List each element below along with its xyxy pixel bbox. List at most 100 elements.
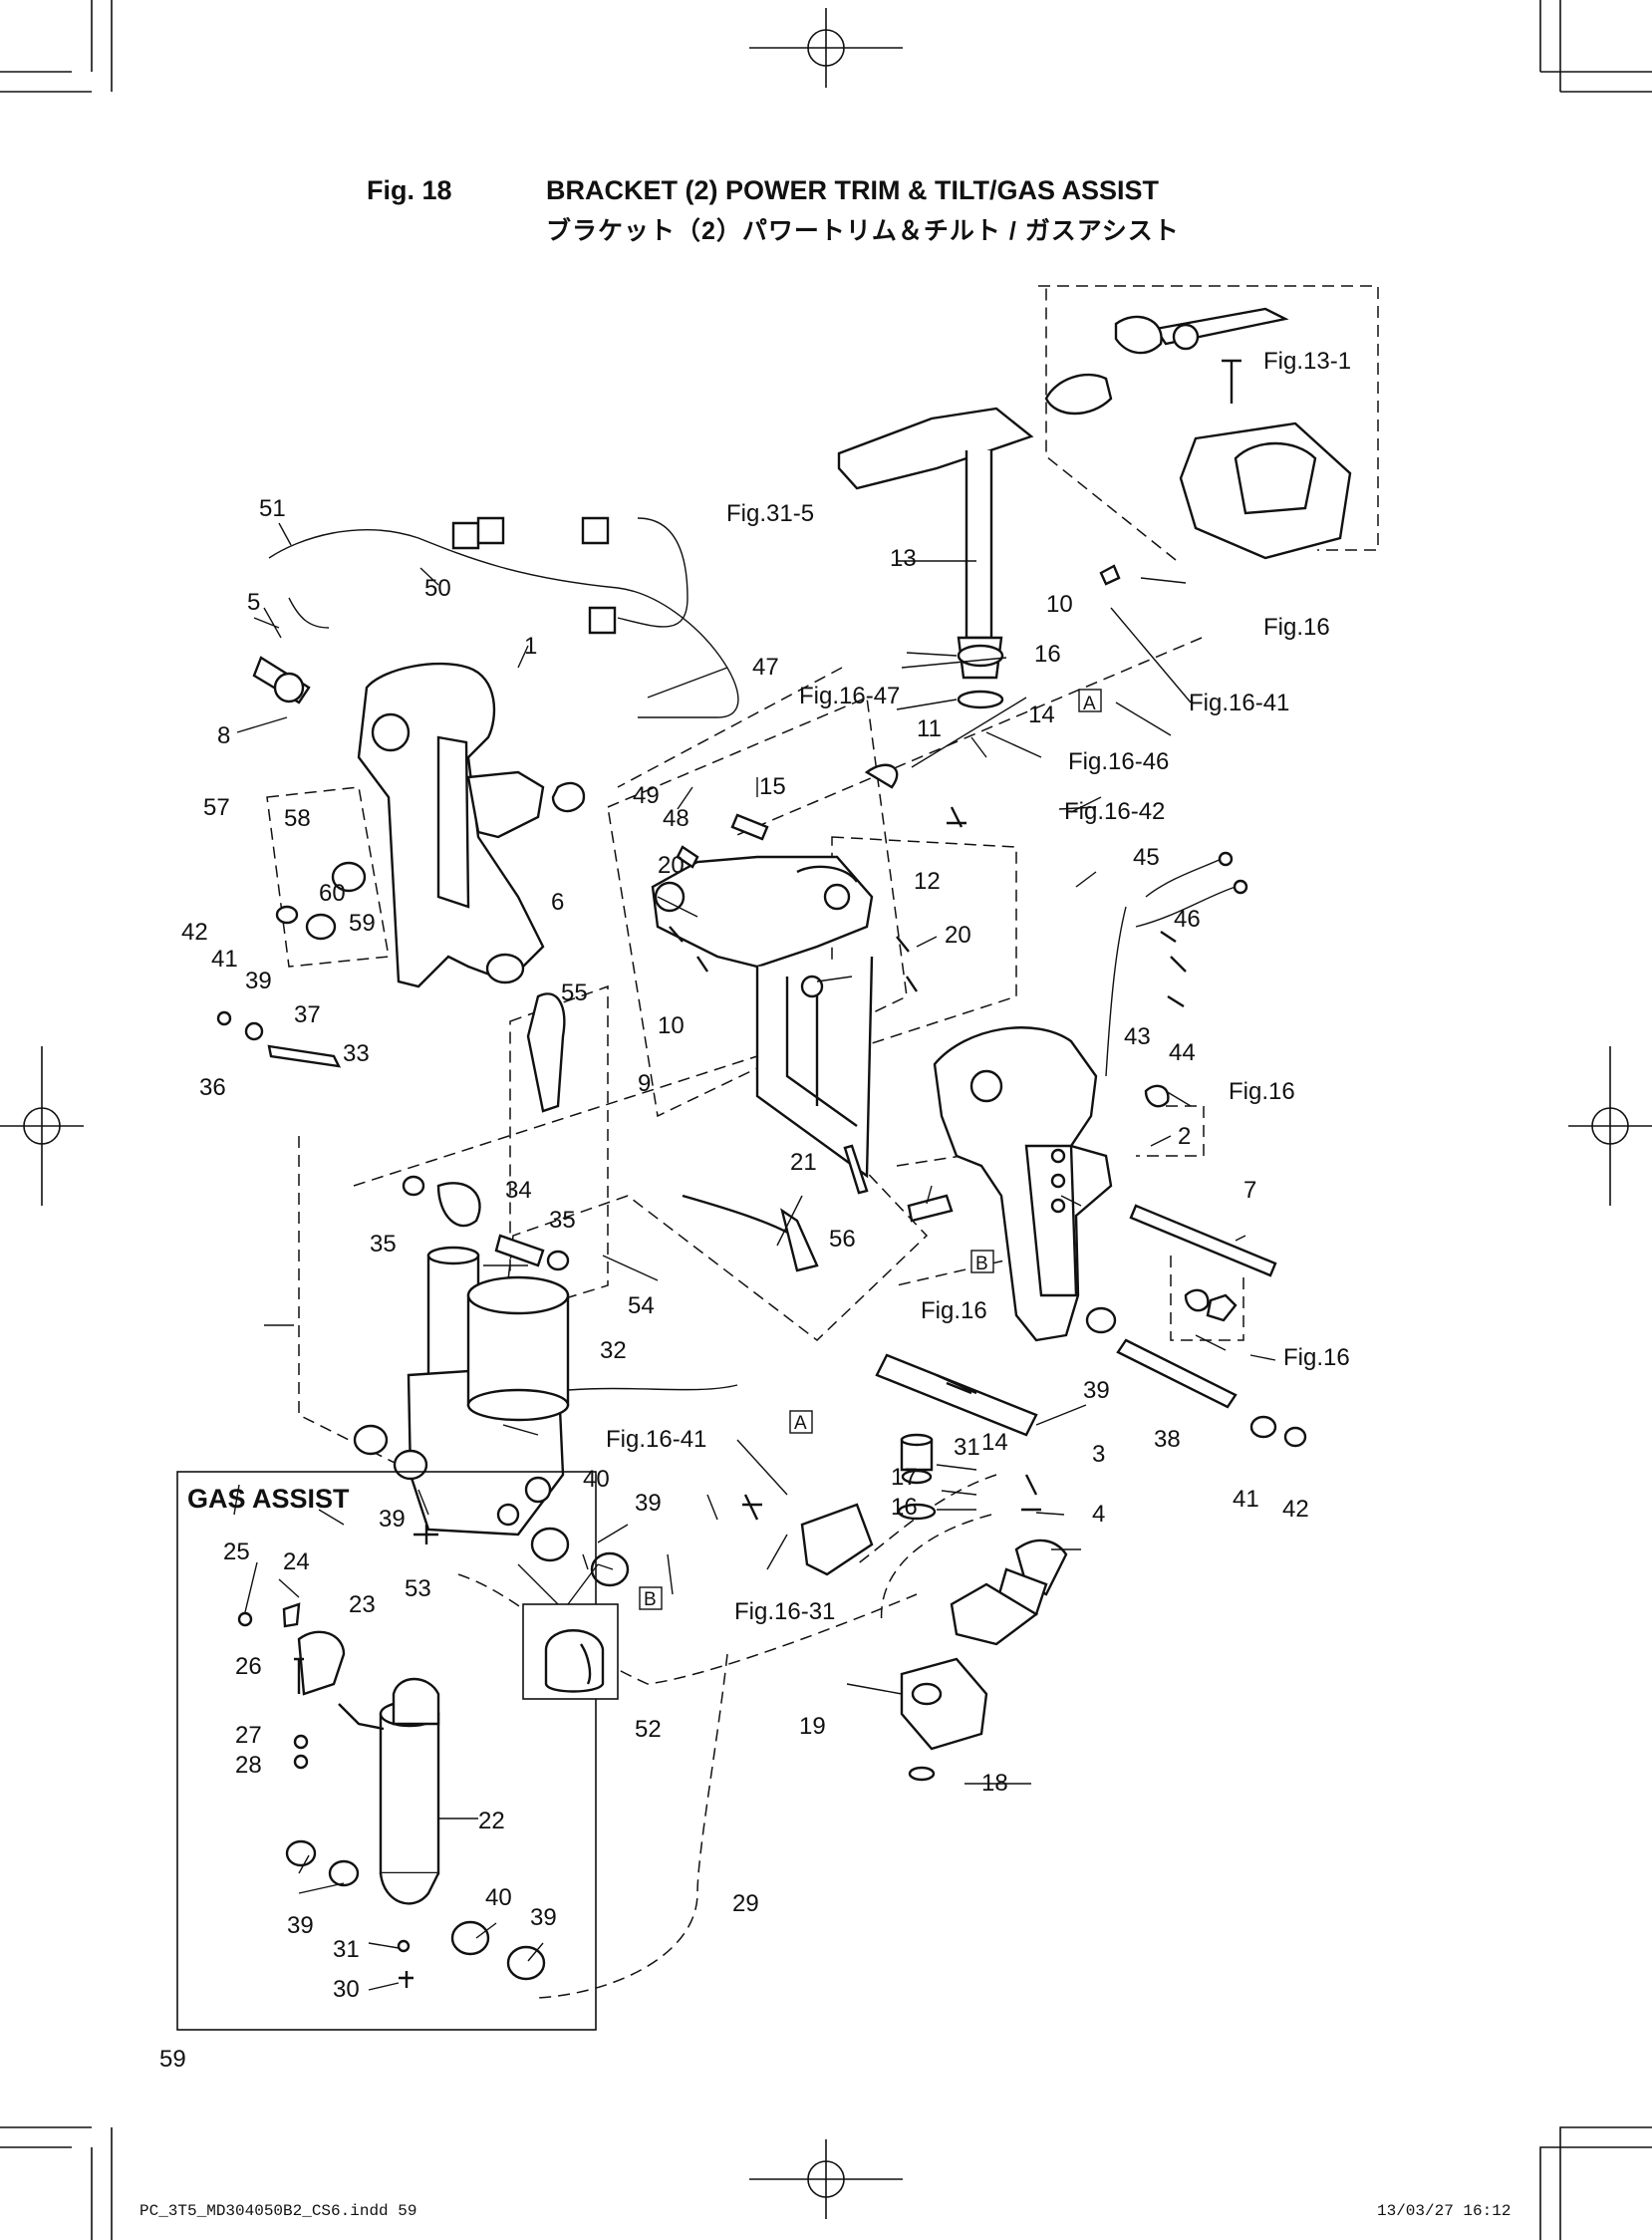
callout-27: 27 [235, 1722, 262, 1749]
small-fasteners-right [669, 564, 1238, 1521]
callout-4: 4 [1092, 1501, 1105, 1528]
callout-34: 34 [505, 1177, 532, 1204]
callout-43: 43 [1124, 1023, 1151, 1050]
callout-33: 33 [343, 1040, 370, 1067]
callout-45: 45 [1133, 844, 1160, 871]
footer-timestamp: 13/03/27 16:12 [1377, 2202, 1512, 2220]
callout-39-upper-left: 39 [245, 968, 272, 994]
callout-31-inset: 31 [333, 1936, 360, 1963]
callout-42-left: 42 [181, 919, 208, 946]
ref-fig-16-31: Fig.16-31 [734, 1598, 835, 1625]
marker-a-bottom: A [794, 1413, 807, 1434]
steering-shaft [837, 407, 1034, 709]
callout-32: 32 [600, 1337, 627, 1364]
callout-6: 6 [551, 889, 564, 916]
callout-41-right: 41 [1233, 1486, 1259, 1513]
callout-17: 17 [891, 1464, 918, 1491]
callout-39-right: 39 [1083, 1377, 1110, 1404]
callout-42-right: 42 [1282, 1496, 1309, 1523]
ref-fig-16-46: Fig.16-46 [1068, 748, 1169, 775]
callout-20-left: 20 [658, 852, 685, 879]
callout-60: 60 [319, 880, 346, 907]
callout-38: 38 [1154, 1426, 1181, 1453]
callout-51: 51 [259, 495, 286, 522]
callout-25: 25 [223, 1539, 250, 1565]
callout-55: 55 [561, 980, 588, 1006]
callout-12: 12 [914, 868, 941, 895]
callout-31-main: 31 [954, 1434, 980, 1461]
callout-10-right: 10 [1046, 591, 1073, 618]
callout-22: 22 [478, 1808, 505, 1834]
callout-11: 11 [917, 715, 942, 742]
figure-number: Fig. 18 [367, 175, 452, 205]
ref-fig-16-41-bottom: Fig.16-41 [606, 1426, 706, 1453]
gas-assist-inset [176, 1471, 597, 2031]
ref-fig-16-lower-right: Fig.16 [1283, 1344, 1350, 1371]
callout-50: 50 [424, 575, 451, 602]
callout-47: 47 [752, 654, 779, 681]
callout-18: 18 [981, 1770, 1008, 1797]
callout-35-right: 35 [549, 1207, 576, 1234]
callout-49: 49 [633, 782, 660, 809]
callout-16-bottom: 16 [891, 1494, 918, 1521]
callout-46: 46 [1174, 906, 1201, 933]
callout-52: 52 [635, 1716, 662, 1743]
marker-b-bottom: B [644, 1589, 657, 1610]
callout-1: 1 [524, 633, 537, 660]
ref-fig-16-42: Fig.16-42 [1064, 798, 1165, 825]
ref-fig-16-mid: Fig.16 [921, 1297, 987, 1324]
ref-fig-16-47: Fig.16-47 [799, 683, 900, 709]
callout-19: 19 [799, 1713, 826, 1740]
callout-48: 48 [663, 805, 689, 832]
clamp-bracket-right [933, 1026, 1113, 1342]
callout-14-bottom: 14 [981, 1429, 1008, 1456]
callout-7: 7 [1243, 1177, 1256, 1204]
steering-link-and-bracket [800, 1353, 1068, 1782]
ref-fig-16-right: Fig.16 [1229, 1078, 1295, 1105]
callout-30: 30 [333, 1976, 360, 2003]
swivel-bracket-left [357, 662, 545, 988]
callout-56: 56 [829, 1226, 856, 1253]
callout-57: 57 [203, 794, 230, 821]
callout-21: 21 [790, 1149, 817, 1176]
small-parts-left [216, 656, 630, 1587]
callout-20-right: 20 [945, 922, 971, 949]
marker-a-top: A [1083, 694, 1096, 714]
callout-2: 2 [1178, 1123, 1191, 1150]
callout-28: 28 [235, 1752, 262, 1779]
callout-10-left: 10 [658, 1012, 685, 1039]
tilt-bracket [651, 855, 874, 1179]
callout-36: 36 [199, 1074, 226, 1101]
callout-3: 3 [1092, 1441, 1105, 1468]
callout-39-inset-left: 39 [287, 1912, 314, 1939]
ref-fig-16-41-top: Fig.16-41 [1189, 690, 1289, 716]
callout-39-inset-right: 39 [530, 1904, 557, 1931]
callout-35-left: 35 [370, 1231, 397, 1258]
ref-fig-13-1: Fig.13-1 [1263, 348, 1351, 375]
marker-b-top: B [975, 1254, 988, 1274]
callout-40-main: 40 [583, 1466, 610, 1493]
callout-14-top: 14 [1028, 701, 1055, 728]
gas-assist-title: GAS ASSIST [187, 1484, 350, 1514]
callout-40-inset: 40 [485, 1884, 512, 1911]
power-trim-tilt-unit [407, 1246, 738, 1537]
callout-39-ptt-right: 39 [635, 1490, 662, 1517]
callout-23: 23 [349, 1591, 376, 1618]
callout-58: 58 [284, 805, 311, 832]
callout-41-left: 41 [211, 946, 238, 973]
callout-16-top: 16 [1034, 641, 1061, 668]
callout-8: 8 [217, 722, 230, 749]
callout-13: 13 [890, 545, 917, 572]
wire-harness [268, 516, 1248, 1077]
callout-26: 26 [235, 1653, 262, 1680]
callout-24: 24 [283, 1548, 310, 1575]
callout-44: 44 [1169, 1039, 1196, 1066]
callout-39-ptt-left: 39 [379, 1506, 406, 1533]
bushing-detail-callout [517, 1563, 619, 1700]
ref-fig-31-5: Fig.31-5 [726, 500, 814, 527]
callout-54: 54 [628, 1292, 655, 1319]
page-number: 59 [159, 2046, 186, 2073]
footer-file-name: PC_3T5_MD304050B2_CS6.indd 59 [139, 2202, 417, 2220]
